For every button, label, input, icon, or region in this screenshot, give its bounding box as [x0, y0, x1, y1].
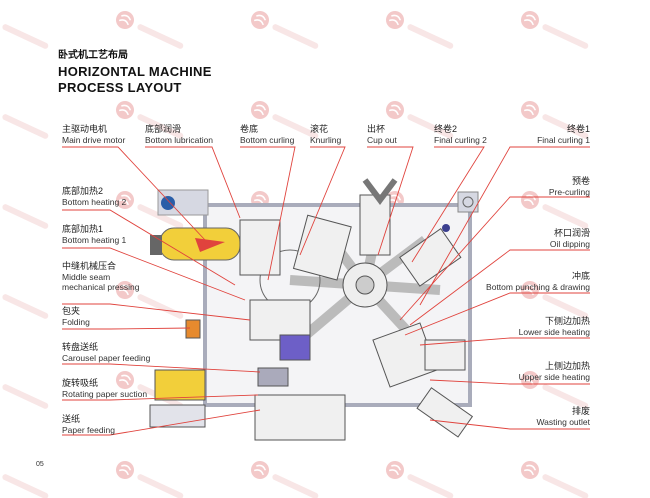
leader-line	[62, 209, 236, 286]
leader-line	[62, 394, 259, 401]
label-cn: 冲底	[571, 271, 590, 281]
label-cn: 转盘送纸	[62, 342, 99, 352]
label-cn: 底部润滑	[145, 124, 182, 134]
station-blocks	[149, 178, 474, 441]
leader-line	[62, 303, 251, 321]
label-en: Main drive motor	[62, 134, 126, 145]
label-en: Knurling	[310, 134, 342, 145]
label-cn: 包夹	[62, 306, 81, 316]
leader-line	[62, 327, 191, 330]
page-number: 05	[36, 461, 44, 468]
label-cn: 卷底	[240, 124, 259, 134]
label-cn: 终卷2	[434, 124, 458, 134]
label-en: Pre-curling	[548, 186, 590, 197]
leader-line	[62, 363, 261, 373]
label-en: Wasting outlet	[536, 416, 590, 427]
label-cn: 杯口润滑	[553, 228, 590, 238]
leader-line	[62, 247, 246, 301]
label-en: Folding	[62, 316, 90, 327]
leader-line	[62, 146, 206, 241]
leader-line	[240, 146, 296, 281]
label-cn: 送纸	[62, 414, 81, 424]
label-en: Final curling 2	[434, 134, 487, 145]
label-en: Oil dipping	[549, 238, 590, 249]
label-en-line2: mechanical pressing	[62, 282, 140, 292]
label-en: Paper feeding	[62, 424, 115, 435]
leader-line	[419, 146, 590, 306]
label-en: Bottom heating 2	[62, 196, 127, 207]
leader-lines	[62, 146, 590, 436]
label-en: Cup out	[367, 134, 397, 145]
leader-line	[367, 146, 414, 256]
label-en: Rotating paper suction	[62, 388, 148, 399]
label-en: Final curling 1	[537, 134, 590, 145]
label-en: Middle seam	[62, 271, 111, 282]
leader-line	[299, 146, 346, 256]
label-cn: 主驱动电机	[62, 124, 108, 134]
leader-line	[145, 146, 241, 219]
label-en: Bottom punching & drawing	[486, 281, 590, 292]
label-cn: 预卷	[571, 176, 590, 186]
label-cn: 滚花	[310, 124, 329, 134]
label-cn: 上侧边加热	[544, 361, 590, 371]
label-cn: 中缝机械压合	[62, 261, 117, 271]
label-cn: 底部加热1	[62, 224, 104, 234]
motor-icon	[161, 196, 175, 210]
label-en: Bottom lubrication	[145, 134, 214, 145]
leader-line	[419, 337, 590, 346]
leader-line	[399, 196, 590, 321]
yellow-drive-arm	[150, 227, 241, 261]
page-title: HORIZONTAL MACHINE PROCESS LAYOUT	[58, 64, 278, 96]
label-cn: 排废	[571, 406, 590, 416]
title-line-2: PROCESS LAYOUT	[58, 80, 182, 95]
leader-line	[404, 292, 590, 336]
title-line-1: HORIZONTAL MACHINE	[58, 64, 212, 79]
label-cn: 旋转吸纸	[62, 378, 99, 388]
leader-line	[409, 249, 590, 326]
leader-line	[429, 419, 590, 430]
label-cn: 下侧边加热	[544, 316, 590, 326]
label-cn: 底部加热2	[62, 186, 104, 196]
leader-line	[62, 409, 261, 436]
label-en: Bottom heating 1	[62, 234, 127, 245]
label-cn: 出杯	[367, 124, 386, 134]
leader-line	[429, 379, 590, 385]
label-en: Carousel paper feeding	[62, 352, 151, 363]
label-en: Bottom curling	[240, 134, 295, 145]
title-chinese: 卧式机工艺布局	[58, 50, 128, 61]
label-en: Lower side heating	[518, 326, 590, 337]
leader-line	[411, 146, 485, 263]
label-cn: 终卷1	[566, 124, 590, 134]
label-en: Upper side heating	[518, 371, 590, 382]
